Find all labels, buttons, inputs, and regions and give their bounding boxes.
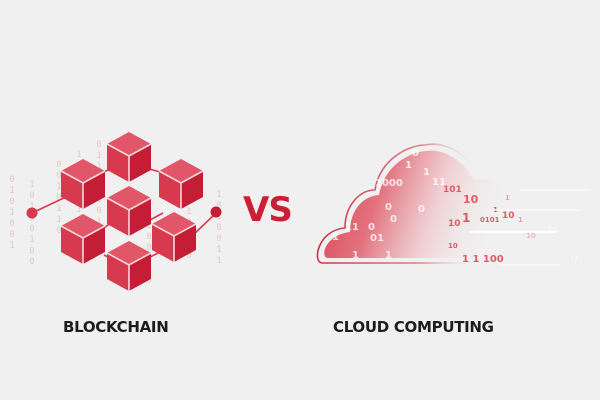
blockchain-label: BLOCKCHAIN (63, 318, 169, 336)
cloud-digit: 1 (505, 194, 510, 202)
cloud-digit: 0101 (480, 216, 500, 224)
cloud-digit: 10 (448, 219, 461, 229)
cloud-computing-label: CLOUD COMPUTING (333, 318, 494, 336)
cloud-digit: 1 (332, 232, 339, 243)
cloud-digit: 10 (502, 211, 515, 221)
cloud-digit: 1 (462, 211, 470, 225)
cloud-digit: 1 (352, 250, 359, 261)
binary-column: 0 0 1 0 1 1 0 (56, 160, 62, 236)
cloud-digit: 10 (526, 232, 536, 240)
cloud-digit: 0 (385, 202, 392, 213)
cloud-digit: 1 (518, 216, 523, 224)
binary-column: 0 1 0 1 0 0 1 (9, 175, 15, 251)
cloud-digit: 1 (423, 167, 430, 178)
vs-label: VS (243, 190, 293, 230)
cloud-digit: 11 (432, 177, 446, 188)
cloud-digit: 10 (463, 193, 479, 206)
cloud-digit: 0 (412, 148, 419, 159)
cloud-digit: 11 (570, 255, 578, 262)
cloud-digit: 0 (418, 204, 425, 215)
cloud-digit: 1 1 100 (462, 254, 504, 265)
cloud-digit: 0 (368, 222, 375, 233)
cloud-digit: 1000 (375, 178, 403, 189)
cloud-digit: 10 (448, 242, 458, 250)
cloud-digit: 0 (390, 214, 397, 225)
cloud-digit: 101 (443, 185, 462, 195)
cloud-digit: 11 (345, 222, 359, 233)
cloud-digit: 01 (370, 233, 384, 244)
cloud-digit: 10 (547, 226, 559, 235)
binary-column: 1 0 1 0 0 1 1 (216, 190, 222, 266)
cloud-digit: 1 (405, 160, 412, 171)
cloud-digit: 1 (385, 250, 392, 261)
